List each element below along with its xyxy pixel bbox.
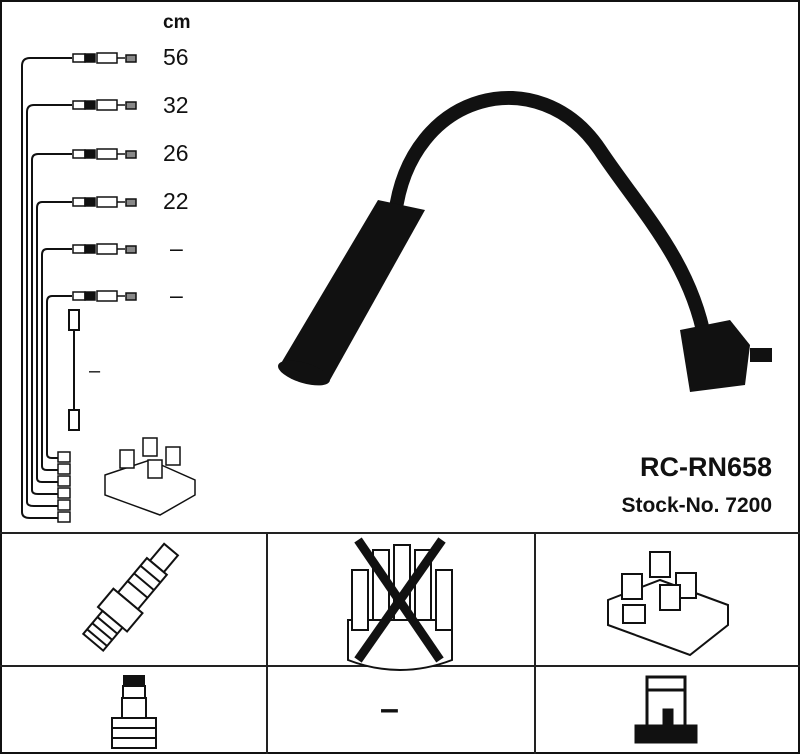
divider — [0, 532, 800, 534]
cable-length: 56 — [163, 44, 189, 70]
unit-label: cm — [163, 12, 191, 33]
not-applicable-mark: – — [380, 690, 399, 728]
distributor-cap-crossed-icon — [347, 537, 453, 671]
ignition-cable-illustration — [278, 91, 772, 392]
cable-length: 22 — [163, 188, 189, 214]
cable-length: – — [170, 282, 183, 308]
coil-lead-length: – — [89, 360, 101, 382]
cable-length: 26 — [163, 140, 189, 166]
cable-length: 32 — [163, 92, 189, 118]
cable-length: – — [170, 235, 183, 261]
coil-terminal-icon — [634, 675, 698, 744]
stock-number: Stock-No. 7200 — [621, 494, 772, 517]
ignition-coil-icon — [607, 551, 729, 657]
product-code: RC-RN658 — [639, 452, 772, 482]
spark-plug-icon — [81, 542, 180, 653]
spark-plug-terminal-icon — [111, 675, 157, 749]
cable-set-schematic — [21, 52, 137, 523]
ignition-coil-small-icon — [104, 437, 196, 516]
divider — [266, 532, 268, 754]
divider — [534, 532, 536, 754]
